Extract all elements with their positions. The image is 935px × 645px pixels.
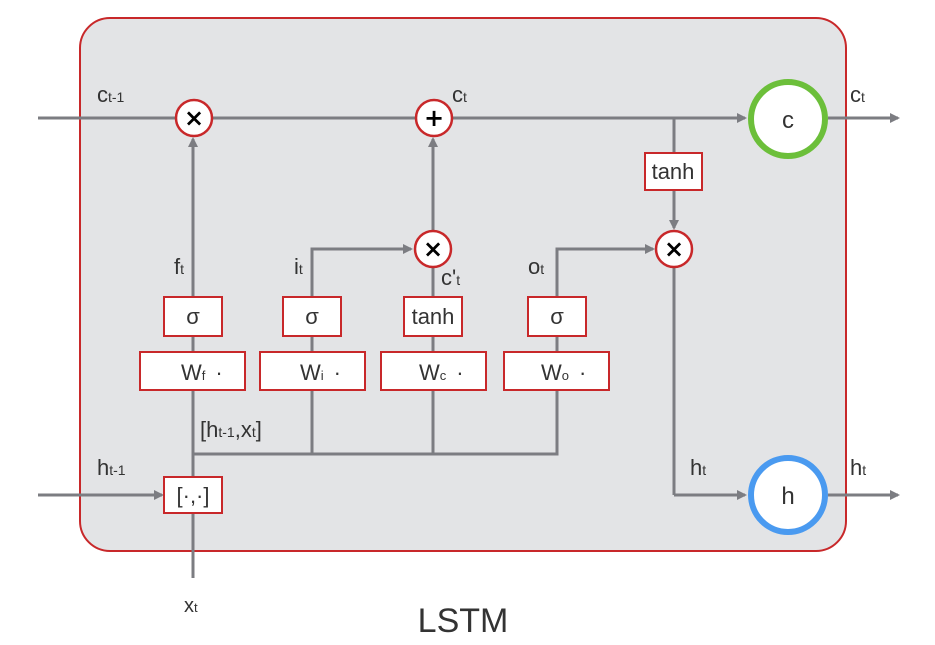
h-prev-label: ht-1: [97, 455, 126, 480]
h-state-node: h: [748, 455, 828, 535]
w-input-text: Wi·: [300, 360, 341, 385]
tanh-candidate-box: [403, 296, 463, 337]
sigma-input-text: σ: [305, 304, 319, 329]
w-candidate-box: [380, 351, 487, 391]
h-t-out-label: ht: [850, 455, 866, 480]
h-t-inner-label: ht: [690, 455, 706, 480]
w-output-text: Wo·: [541, 360, 586, 385]
sigma-forget-text: σ: [186, 304, 200, 329]
connections: [38, 113, 900, 578]
sigma-output-text: σ: [550, 304, 564, 329]
op-mul-input-symbol: ×: [423, 235, 443, 263]
i-to-mul: [310, 244, 413, 297]
concat-label: [ht-1,xt]: [200, 417, 262, 442]
w-output-box: [503, 351, 610, 391]
f-t-label: ft: [174, 254, 184, 279]
w-forget-box: [139, 351, 246, 391]
diagram-caption: LSTM: [418, 602, 509, 640]
boxes: [139, 152, 703, 514]
o-t-label: ot: [528, 254, 544, 279]
w-candidate-text: Wc·: [419, 360, 464, 385]
c-candidate-label: c't: [441, 265, 460, 290]
tanh-cell-box: [644, 152, 703, 191]
c-state-node: c: [748, 79, 828, 159]
op-mul-output-symbol: ×: [664, 235, 684, 263]
sigma-input-box: [282, 296, 342, 337]
op-add: +: [414, 98, 454, 138]
op-add-symbol: +: [424, 104, 444, 132]
sigma-output-box: [527, 296, 587, 337]
i-t-label: it: [294, 254, 303, 279]
op-mul-input: ×: [413, 229, 453, 269]
op-mul-output: ×: [654, 229, 694, 269]
concat-bus: [193, 390, 559, 456]
tanh-candidate-text: tanh: [412, 304, 455, 329]
c-state-label: c: [782, 107, 794, 134]
lstm-cell: [79, 17, 847, 552]
x-t-label: xt: [184, 595, 198, 617]
o-to-mul: [555, 244, 655, 297]
concat-op-text: [·,·]: [177, 483, 210, 508]
c-t-top-label: ct: [452, 82, 467, 107]
tanh-cell-text: tanh: [652, 159, 695, 184]
w-input-box: [259, 351, 366, 391]
concat-box: [163, 476, 223, 514]
sigma-forget-box: [163, 296, 223, 337]
c-prev-label: ct-1: [97, 82, 125, 107]
h-state-label: h: [781, 483, 794, 510]
op-mul-forget-symbol: ×: [184, 104, 204, 132]
op-mul-forget: ×: [174, 98, 214, 138]
w-forget-text: Wf·: [181, 360, 223, 385]
c-t-out-label: ct: [850, 82, 865, 107]
